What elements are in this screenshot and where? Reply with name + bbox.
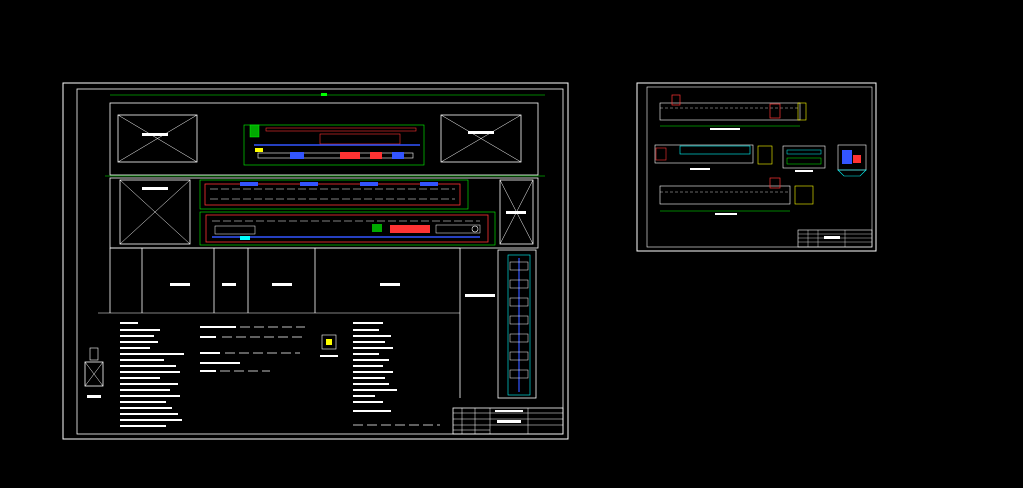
- elevation-view-2: [654, 144, 773, 170]
- room-middle-right: [499, 179, 534, 245]
- sheet-outer-border: [62, 82, 569, 440]
- title-block-sheet-1: [452, 407, 564, 435]
- legend-symbol-box: [84, 347, 104, 398]
- sheet-inner-border: [76, 88, 564, 435]
- sheet-layout-plan[interactable]: [62, 82, 569, 440]
- room-upper-right: [440, 114, 522, 163]
- notes-column-2: [200, 326, 338, 372]
- room-upper-left: [117, 114, 198, 163]
- elevation-view-1: [659, 94, 807, 130]
- notes-column-3: [353, 322, 397, 412]
- detail-section-a: [782, 145, 826, 172]
- middle-production-line-b: [199, 211, 496, 246]
- sheet-elevation-details[interactable]: [636, 82, 877, 252]
- room-middle-left: [119, 179, 191, 245]
- sheet2-inner-border: [646, 86, 873, 248]
- vertical-equipment-column: [497, 249, 537, 399]
- notes-column-1: [120, 322, 184, 427]
- elevation-view-3: [659, 177, 814, 215]
- upper-production-line: [243, 124, 425, 166]
- lower-room-row: [98, 247, 495, 398]
- title-block-sheet-2: [797, 229, 873, 248]
- top-dimension-mark: [321, 93, 327, 96]
- building-upper-block: [109, 102, 539, 176]
- sheet2-outer-border: [636, 82, 877, 252]
- middle-production-line-a: [199, 179, 469, 210]
- detail-section-b: [837, 144, 867, 177]
